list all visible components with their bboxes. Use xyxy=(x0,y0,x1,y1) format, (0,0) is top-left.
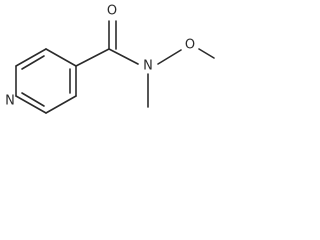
pyridine-nitrogen-label: N xyxy=(5,94,15,109)
carbonyl-oxygen-label: O xyxy=(107,4,117,19)
ring-double-bond-inner-3 xyxy=(21,92,45,107)
ring-bond-n1-c6 xyxy=(15,95,47,114)
bond-c4-carbonyl xyxy=(75,48,110,67)
structure-canvas: O N O N xyxy=(0,0,220,134)
ring-double-bond-inner-2 xyxy=(21,55,45,70)
ring-bond-c4-c3 xyxy=(45,48,77,67)
bond-carbonyl-n xyxy=(108,48,139,65)
amide-nitrogen-label: N xyxy=(143,59,153,74)
molecule-diagram: O N O N xyxy=(5,4,215,114)
methoxy-oxygen-label: O xyxy=(185,38,195,53)
ring-bond-c3-c2 xyxy=(15,48,47,67)
ring-bond-c6-c5 xyxy=(45,95,77,114)
bond-o-methyl xyxy=(198,48,215,59)
bond-n-o xyxy=(157,49,182,65)
